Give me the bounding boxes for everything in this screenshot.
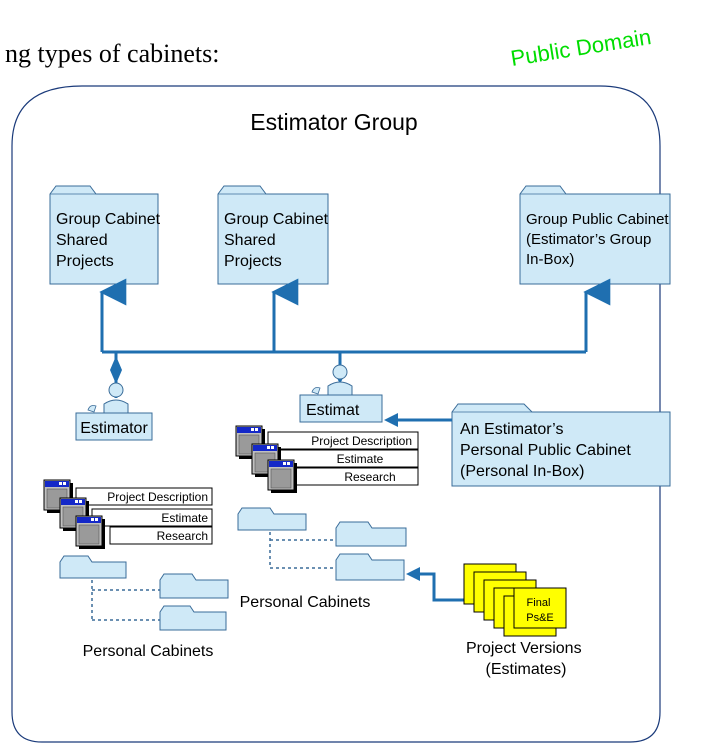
group-title: Estimator Group: [250, 109, 417, 135]
group-cabinet-folder-1[interactable]: Group Cabinet Shared Projects: [49, 185, 165, 285]
estimator-left[interactable]: Estimator: [75, 382, 153, 441]
final-pse-label: Final Ps&E: [526, 597, 554, 624]
public-domain-watermark: Public Domain: [509, 24, 653, 71]
personal-folder[interactable]: [59, 555, 127, 579]
personal-folder[interactable]: [335, 553, 405, 581]
group-cabinet-1-label: Group Cabinet Shared Projects: [56, 211, 165, 270]
phone-icon: [87, 405, 97, 413]
doc-left-project-description: Project Description: [107, 490, 208, 504]
estimator-right[interactable]: Estimat: [299, 364, 383, 423]
personal-cabinets-left-label: Personal Cabinets: [83, 643, 214, 660]
aggregation-diamond: [110, 356, 122, 384]
group-public-cabinet-label: Group Public Cabinet (Estimator’s Group …: [526, 211, 673, 268]
doc-left-estimate: Estimate: [161, 511, 208, 525]
estimator-right-label: Estimat: [306, 402, 360, 419]
doc-right-project-description: Project Description: [311, 434, 412, 448]
group-cabinet-folder-2[interactable]: Group Cabinet Shared Projects: [217, 185, 333, 285]
header-fragment: ng types of cabinets:: [5, 39, 219, 68]
personal-cabinets-right: [237, 507, 407, 581]
personal-public-cabinet-label: An Estimator’s Personal Public Cabinet (…: [460, 421, 635, 480]
personal-cabinets-right-label: Personal Cabinets: [240, 594, 371, 611]
personal-folder[interactable]: [159, 573, 229, 599]
versions-connector: [418, 572, 464, 602]
doc-right-estimate: Estimate: [337, 452, 384, 466]
doc-right-research: Research: [344, 470, 395, 484]
personal-cabinets-left: [59, 555, 229, 631]
personal-folder[interactable]: [159, 605, 227, 631]
doc-left-research: Research: [157, 529, 208, 543]
personal-public-cabinet-folder[interactable]: An Estimator’s Personal Public Cabinet (…: [451, 403, 671, 487]
group-cabinet-2-label: Group Cabinet Shared Projects: [224, 211, 333, 270]
document-windows-left: Project Description Estimate Research: [43, 479, 213, 550]
personal-folder[interactable]: [237, 507, 307, 531]
versions-arrow: [406, 567, 420, 581]
estimator-left-label: Estimator: [80, 420, 148, 437]
project-versions-stack[interactable]: Final Ps&E: [463, 563, 567, 637]
personal-folder[interactable]: [335, 521, 407, 547]
group-public-cabinet-folder[interactable]: Group Public Cabinet (Estimator’s Group …: [519, 185, 673, 285]
project-versions-label: Project Versions (Estimates): [466, 640, 586, 678]
phone-icon: [311, 387, 321, 395]
document-windows-right: Project Description Estimate Research: [235, 425, 419, 494]
inbox-arrow: [384, 413, 398, 427]
